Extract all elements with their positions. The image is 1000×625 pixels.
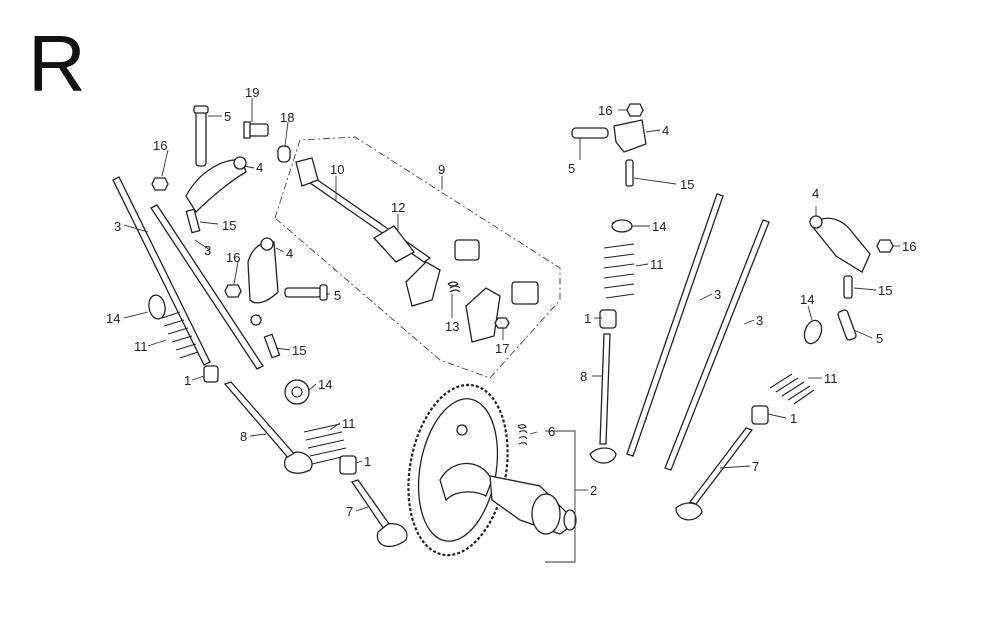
callout-1: 1 (584, 311, 591, 326)
intake-valve-center (350, 479, 408, 548)
callout-14: 14 (800, 292, 814, 307)
callout-12: 12 (391, 200, 405, 215)
leader-lines (123, 98, 900, 563)
nut-17 (494, 317, 510, 329)
rocker-bolt-top-center (571, 127, 609, 139)
shaft-collar-12 (372, 225, 415, 263)
adjust-screw-mid-left (263, 333, 281, 359)
exhaust-valve-left (223, 381, 313, 474)
callout-11: 11 (134, 339, 148, 354)
callout-1: 1 (184, 373, 191, 388)
callout-3: 3 (114, 219, 121, 234)
rocker-bolt-mid-left (284, 284, 328, 301)
callout-18: 18 (280, 110, 294, 125)
callout-5: 5 (568, 161, 575, 176)
callout-15: 15 (878, 283, 892, 298)
callout-13: 13 (445, 319, 459, 334)
adjust-screw-upper-left (185, 208, 201, 234)
callout-7: 7 (752, 459, 759, 474)
callout-14: 14 (318, 377, 332, 392)
callout-4: 4 (286, 246, 293, 261)
spring-retainer-center (284, 379, 310, 405)
callout-4: 4 (662, 123, 669, 138)
callout-1: 1 (790, 411, 797, 426)
spring-retainer-center-right (611, 219, 633, 233)
callout-6: 6 (548, 424, 555, 439)
rocker-arm-inner-1 (405, 239, 480, 307)
callout-labels: 3 3 19 18 5 16 4 15 16 4 5 15 14 11 1 8 … (106, 85, 916, 519)
collar-18 (277, 145, 291, 163)
rocker-shaft-assembly-boundary (274, 136, 561, 379)
spring-retainer-right (803, 319, 823, 345)
intake-valve-right (675, 427, 754, 521)
callout-16: 16 (153, 138, 167, 153)
rocker-arm-top-center (613, 119, 647, 153)
callout-15: 15 (292, 343, 306, 358)
callout-5: 5 (334, 288, 341, 303)
nut-top-center (626, 103, 644, 117)
camshaft-gear-2 (407, 383, 509, 557)
cotter-right (751, 405, 769, 425)
callout-19: 19 (245, 85, 259, 100)
push-rod-left-1 (112, 176, 211, 366)
cotter-center-right (599, 309, 617, 329)
callout-16: 16 (598, 103, 612, 118)
spring-retainer-left-upper (148, 294, 166, 320)
rocker-arm-mid-left (247, 237, 279, 326)
callout-3: 3 (714, 287, 721, 302)
cotter-left-upper (203, 365, 219, 383)
callout-7: 7 (346, 504, 353, 519)
callout-11: 11 (342, 416, 356, 431)
callout-3: 3 (756, 313, 763, 328)
valve-spring-center-right (603, 243, 635, 299)
nut-mid-left (224, 284, 242, 298)
valve-spring-right (769, 373, 815, 405)
callout-15: 15 (680, 177, 694, 192)
cotter-center (339, 455, 357, 475)
bolt-19 (243, 121, 269, 139)
nut-right (876, 239, 894, 253)
callout-15: 15 (222, 218, 236, 233)
adjust-screw-right (843, 275, 853, 299)
callout-9: 9 (438, 162, 445, 177)
callout-1: 1 (364, 454, 371, 469)
adjust-screw-top-center (625, 159, 634, 187)
push-rod-right-2 (664, 219, 770, 471)
camshaft (489, 475, 577, 535)
valve-spring-left-upper (161, 311, 199, 359)
callout-5: 5 (224, 109, 231, 124)
nut-upper-left (151, 177, 169, 191)
callout-14: 14 (652, 219, 666, 234)
section-letter: R (28, 19, 86, 108)
spring-13 (447, 281, 461, 293)
push-rod-right-1 (626, 193, 724, 457)
callout-16: 16 (226, 250, 240, 265)
callout-14: 14 (106, 311, 120, 326)
callout-10: 10 (330, 162, 344, 177)
callout-5: 5 (876, 331, 883, 346)
callout-8: 8 (580, 369, 587, 384)
callout-4: 4 (812, 186, 819, 201)
callout-17: 17 (495, 341, 509, 356)
callout-11: 11 (824, 371, 838, 386)
callout-8: 8 (240, 429, 247, 444)
callout-11: 11 (650, 257, 664, 272)
callout-4: 4 (256, 160, 263, 175)
rocker-arm-upper-left (185, 156, 247, 214)
rocker-bolt-upper-left (193, 105, 209, 167)
push-rod-left-2 (150, 204, 264, 370)
exhaust-valve-center-right (589, 333, 617, 464)
valve-spring-center (303, 423, 347, 465)
rocker-bolt-right (837, 309, 857, 341)
rocker-arm-right (809, 215, 871, 273)
rocker-arm-inner-2 (465, 281, 539, 343)
callout-3: 3 (204, 243, 211, 258)
decompressor-spring-6 (517, 424, 528, 446)
callout-16: 16 (902, 239, 916, 254)
callout-2: 2 (590, 483, 597, 498)
